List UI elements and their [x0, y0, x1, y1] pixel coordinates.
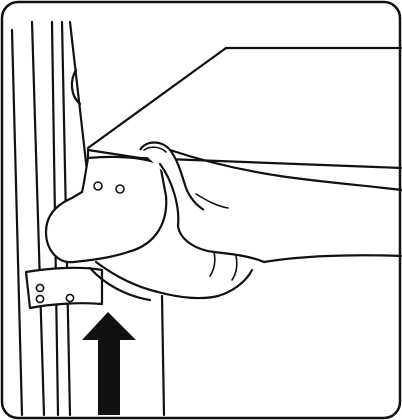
hinge-clip: [26, 268, 102, 308]
